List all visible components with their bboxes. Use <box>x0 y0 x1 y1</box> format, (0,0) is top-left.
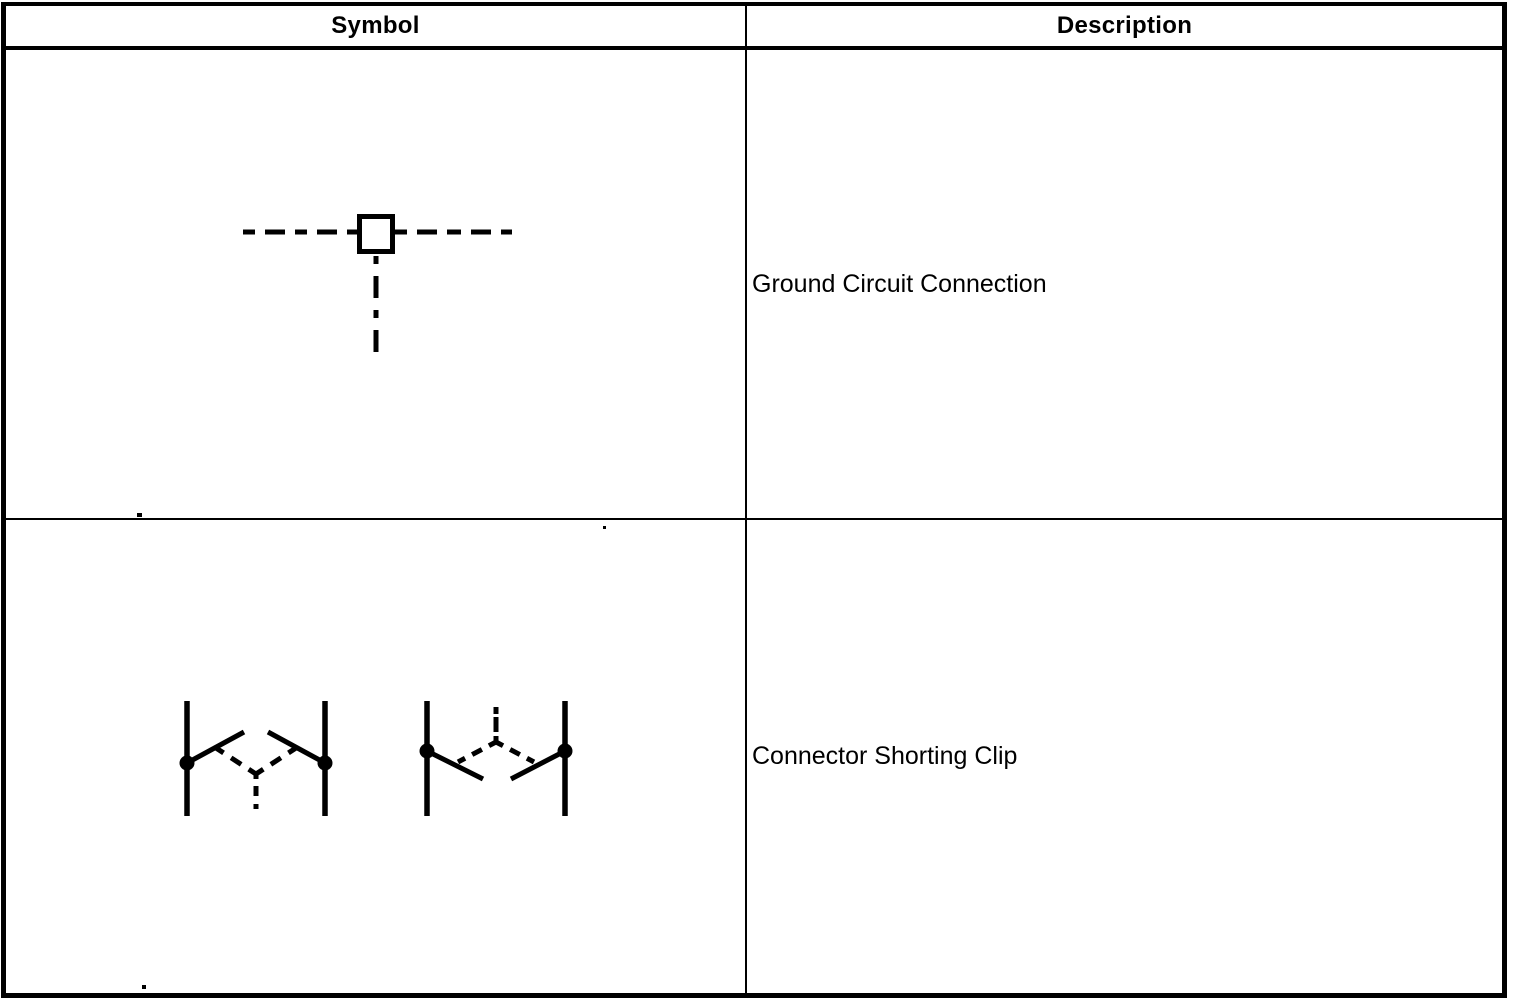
scan-speck <box>603 526 606 529</box>
ground-circuit-connection-icon <box>239 214 512 354</box>
header-cell-description: Description <box>747 6 1502 50</box>
header-symbol-label: Symbol <box>331 12 420 39</box>
table-row-clip-symbol-cell <box>6 520 747 993</box>
description-text: Connector Shorting Clip <box>752 742 1018 770</box>
connector-shorting-clip-icon-open <box>419 700 572 816</box>
table-row-ground-symbol-cell <box>6 50 747 520</box>
table-row-ground-description-cell: Ground Circuit Connection <box>747 50 1502 520</box>
header-description-label: Description <box>1056 12 1193 39</box>
connector-shorting-clip-icon-closed <box>179 700 332 816</box>
header-cell-symbol: Symbol <box>6 6 747 50</box>
description-text: Ground Circuit Connection <box>752 269 1047 298</box>
table-row-clip-description-cell: Connector Shorting Clip <box>747 520 1502 993</box>
ground-square <box>356 214 395 254</box>
scan-speck <box>137 513 142 517</box>
scan-speck <box>142 985 146 989</box>
